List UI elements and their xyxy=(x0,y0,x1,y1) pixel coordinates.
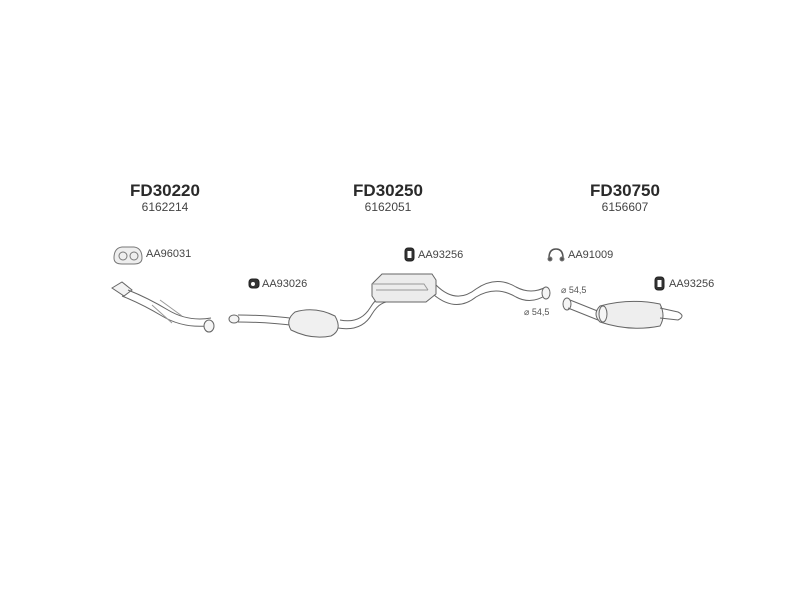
hanger-icon xyxy=(654,276,665,291)
part-label-clamp: AA91009 xyxy=(568,249,614,261)
oe-number-front: 6162214 xyxy=(141,200,189,214)
diameter-label-middle: ⌀ 54,5 xyxy=(524,307,550,317)
gasket-icon xyxy=(113,246,143,265)
middle-pipe xyxy=(228,273,551,338)
oe-number-rear: 6156607 xyxy=(601,200,649,214)
part-label-gasket: AA96031 xyxy=(146,248,192,260)
rubber-mount-icon xyxy=(248,278,260,289)
group-code-middle: FD30250 xyxy=(353,181,423,200)
rear-muffler xyxy=(562,297,683,329)
part-label-rubber-mount: AA93026 xyxy=(262,278,308,290)
part-label-hanger-middle: AA93256 xyxy=(418,249,464,261)
front-pipe xyxy=(111,281,215,333)
part-label-hanger-rear: AA93256 xyxy=(669,278,715,290)
group-code-front: FD30220 xyxy=(130,181,200,200)
oe-number-middle: 6162051 xyxy=(364,200,412,214)
hanger-icon xyxy=(404,247,415,262)
group-code-rear: FD30750 xyxy=(590,181,660,200)
clamp-icon xyxy=(547,248,565,262)
diameter-label-rear: ⌀ 54,5 xyxy=(561,285,587,295)
